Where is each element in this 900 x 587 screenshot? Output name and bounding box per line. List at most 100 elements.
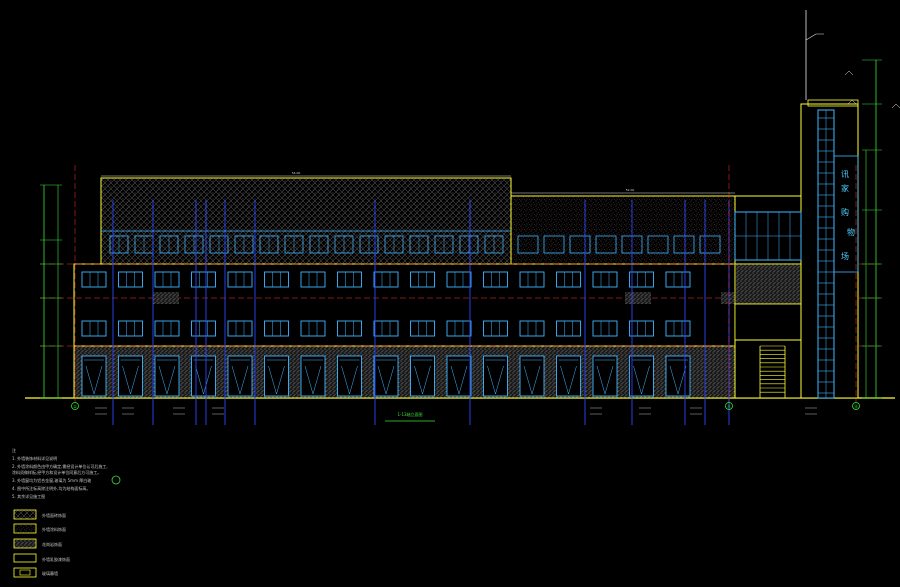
door-leaf [268,365,285,395]
door-leaf [560,365,577,395]
body-window [154,271,180,288]
drawing-title-text: 1-13轴立面图 [397,411,422,417]
axis-label-start: ① [73,404,77,409]
shopfront [81,355,107,397]
legend-label-4: 外墙乳胶漆饰面 [42,556,70,562]
top-dim-right: 52.00 [626,188,635,192]
body-window [264,271,289,288]
door-leaf [304,365,322,395]
upper-window-right [647,235,669,254]
ground-base [73,345,736,399]
door-leaf [85,365,103,395]
note-line-2: 2. 外墙涂料颜色由甲方确定,需经设计单位认可后施工, [12,463,108,469]
door-leaf [195,365,212,395]
shopfront [191,355,216,397]
notes-header: 注 [12,447,16,453]
facade-walls [25,10,895,399]
shopfront [665,355,691,397]
legend-label-1: 外墙面砖饰面 [42,512,66,518]
shopfront [483,355,508,397]
upper-window-right [699,235,721,254]
sign-char-2: 家 [841,183,849,193]
legend-label-5: 玻璃幕墙 [42,570,58,576]
body-window [227,271,253,288]
body-window [154,320,180,337]
door-leaf [414,365,431,395]
note-line-4: 3. 外墙窗均为铝合金窗,玻璃为 5mm 厚白玻 [12,477,91,483]
body-window [300,320,326,337]
door-leaf [523,365,541,395]
upper-window-right [517,235,539,254]
legend-swatch-5 [13,567,37,578]
body-window [410,271,435,288]
level-marker [847,99,857,105]
column-strip [625,292,651,304]
legend-label-3: 花岗岩饰面 [42,541,62,547]
door-leaf [669,365,687,395]
shopfront [410,355,435,397]
main-body [73,263,736,347]
level-marker [891,103,900,109]
sign-char-1: 讯 [841,170,849,179]
tower-cap [807,99,859,107]
body-window [337,271,362,288]
door-leaf [450,365,468,395]
body-window [592,271,618,288]
body-window [118,271,143,288]
axis-label-mid: ⑪ [727,403,731,409]
connector-void [734,303,802,341]
shopfront [300,355,326,397]
door-leaf [377,365,395,395]
door-leaf [633,365,650,395]
shopfront [118,355,143,397]
shopfront [154,355,180,397]
shopfront [373,355,399,397]
body-window [483,271,508,288]
body-window [373,320,399,337]
door-leaf [158,365,176,395]
body-window [81,271,107,288]
body-window [81,320,107,337]
axis-label-end: ⑬ [854,403,858,409]
door-leaf [487,365,504,395]
sign-char-5: 场 [841,252,849,261]
shopfront [446,355,472,397]
body-window [556,320,581,337]
body-window [483,320,508,337]
body-window [556,271,581,288]
note-line-6: 5. 其余详见施工图 [12,493,45,499]
body-window [665,271,691,288]
top-dim-left: 54.00 [292,171,301,175]
sign-char-3: 购 [841,207,849,217]
shopfront [556,355,581,397]
upper-window-right [595,235,617,254]
sign-tower [800,103,859,399]
door-leaf [596,365,614,395]
body-window [629,320,654,337]
body-window [191,320,216,337]
shopfront [264,355,289,397]
body-window [264,320,289,337]
note-line-3: 涂料须做样板,经甲方和设计单位同意后方可施工。 [12,469,101,475]
body-window [446,320,472,337]
level-marker [844,70,854,76]
legend-label-2: 外墙涂料饰面 [42,526,66,532]
shopfront [629,355,654,397]
axis-lines [74,165,857,425]
shopfront [519,355,545,397]
body-window [629,271,654,288]
roof-band-right [510,195,736,265]
body-window [410,320,435,337]
body-window [519,320,545,337]
upper-window-right [673,235,695,254]
sign-panel [833,155,859,273]
upper-window-right [543,235,565,254]
axis-bubbles: ① ⑪ ⑬ [71,402,860,410]
body-window [592,320,618,337]
body-window [118,320,143,337]
drawing-title: 1-13轴立面图 [385,411,435,422]
legend-swatch-3 [13,538,37,549]
door-leaf [341,365,358,395]
body-window [227,320,253,337]
